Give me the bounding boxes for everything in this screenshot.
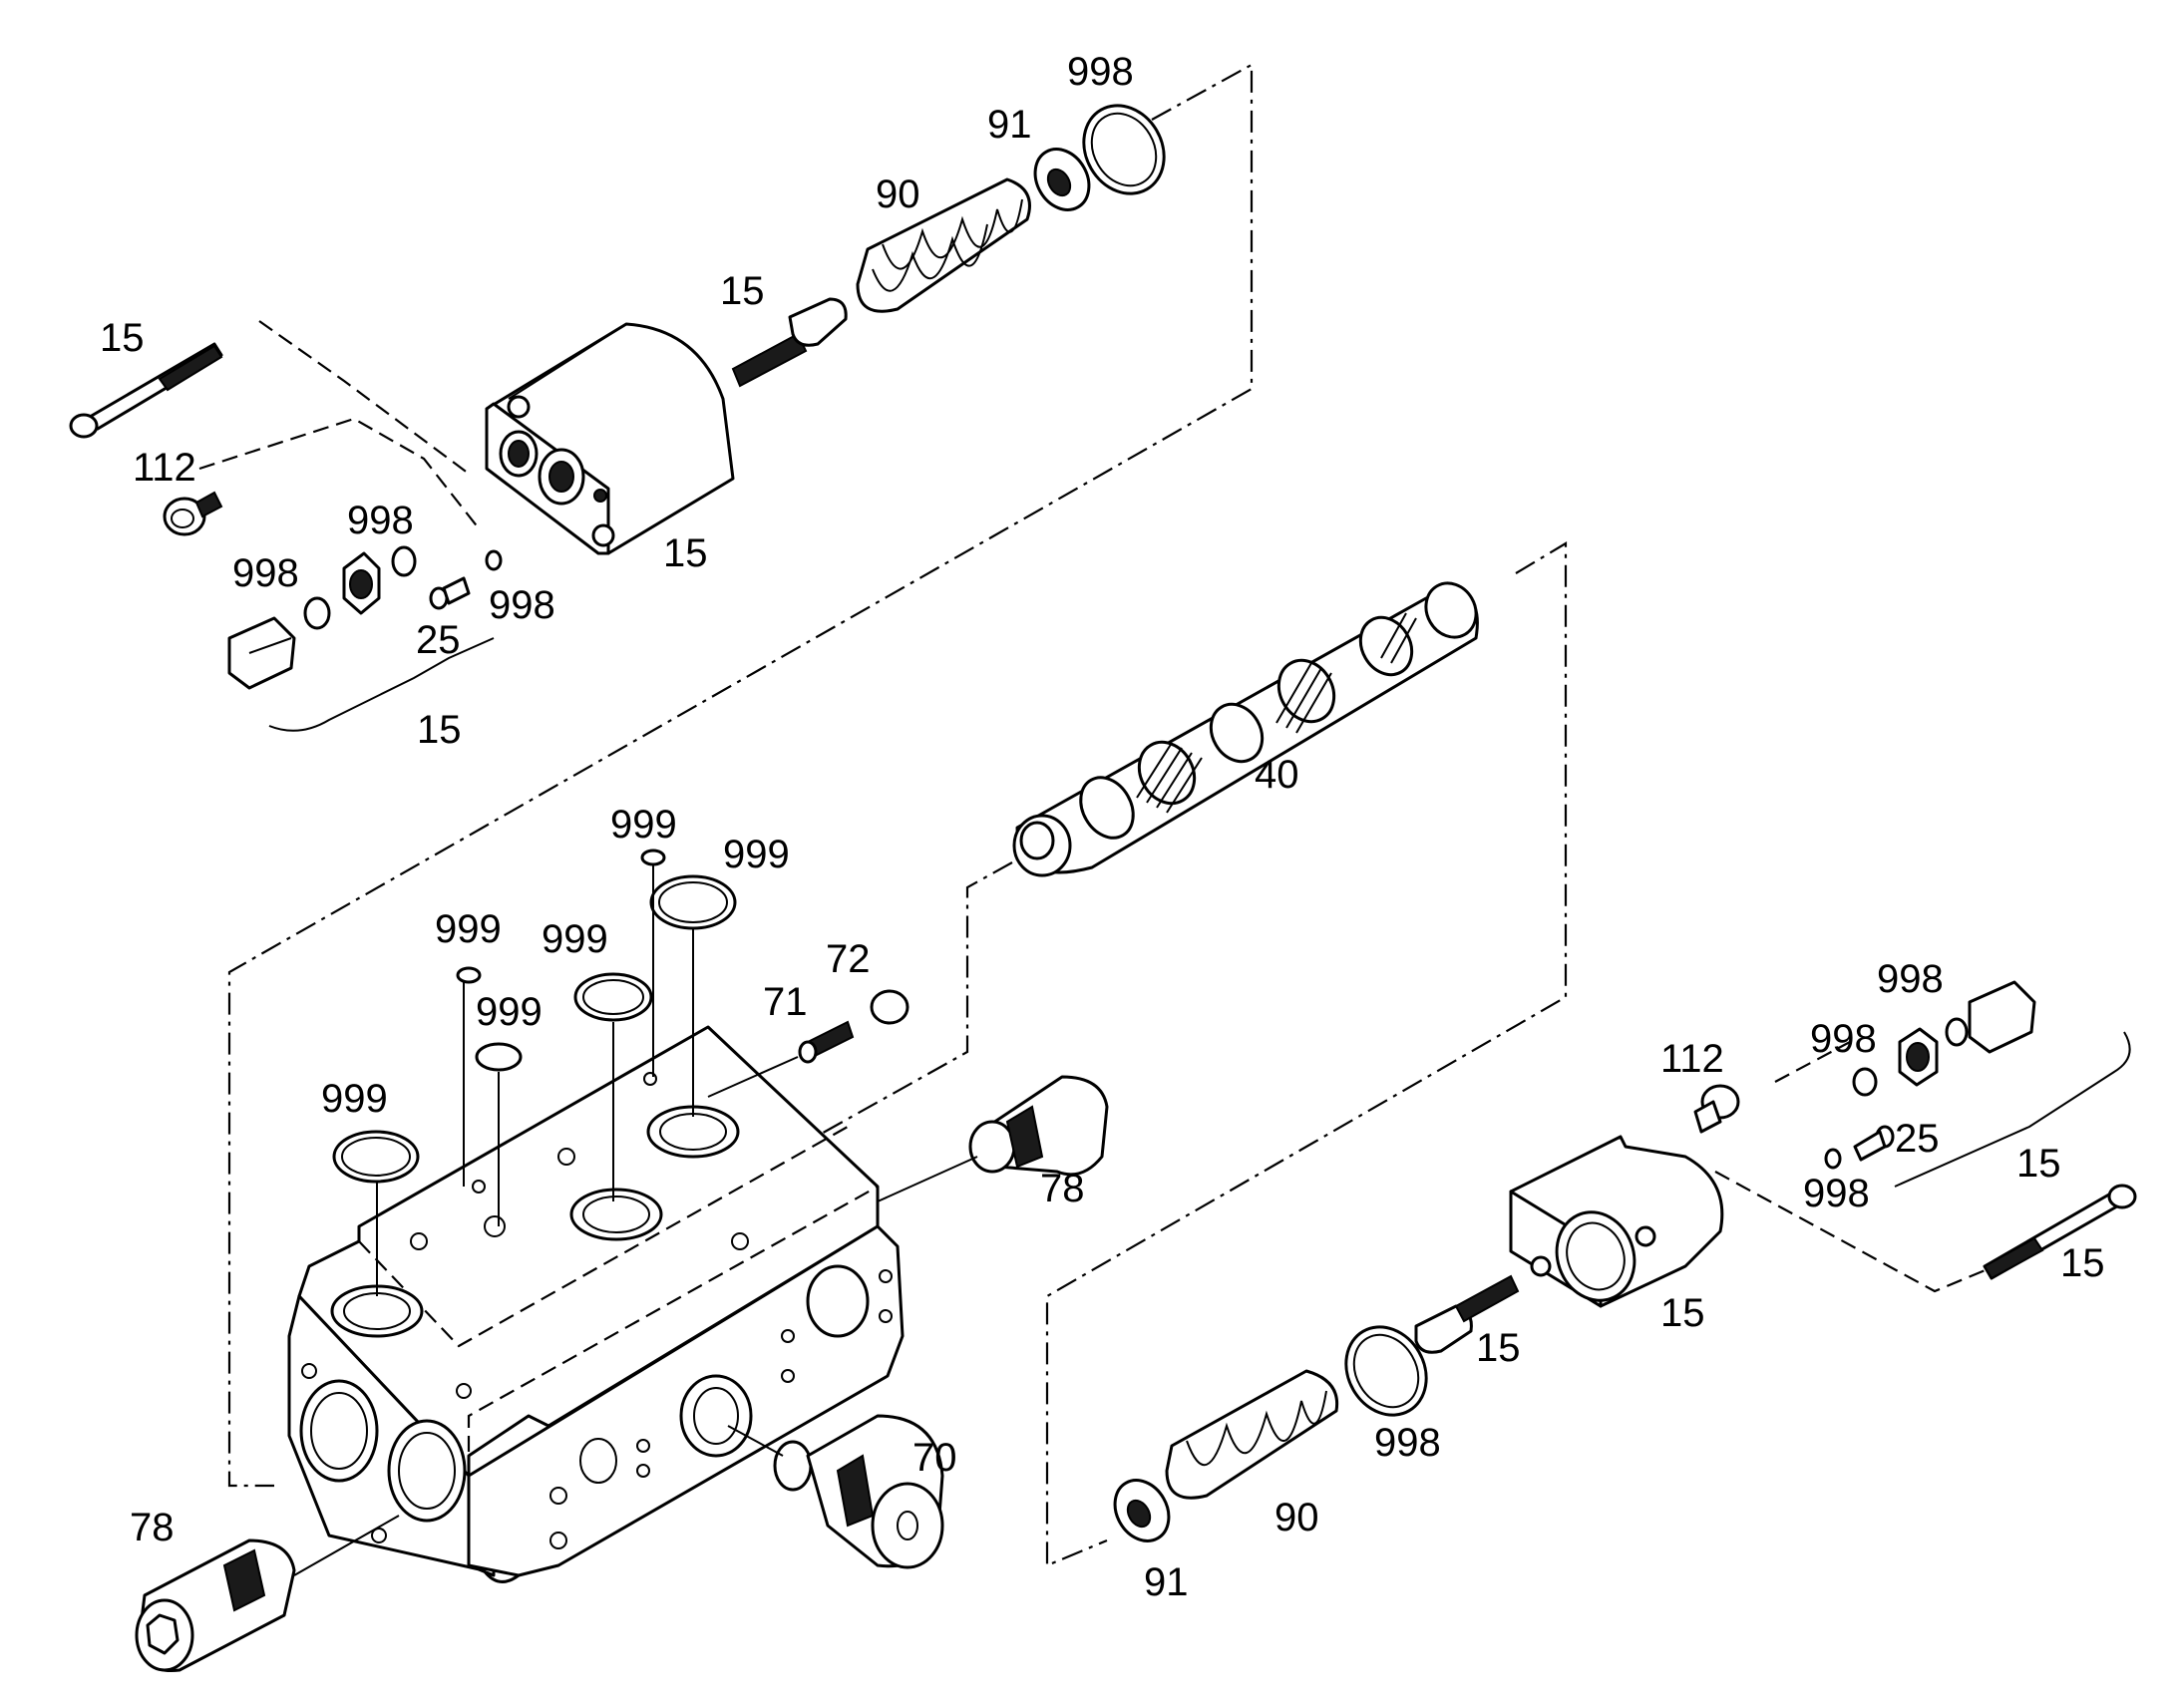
outline-top-left <box>227 63 1254 1488</box>
callout-c18: 999 <box>476 990 543 1034</box>
callout-c2: 91 <box>987 103 1032 147</box>
valve-body <box>287 1025 905 1583</box>
callout-c19: 72 <box>826 937 871 981</box>
callout-c15: 999 <box>723 833 790 876</box>
callout-c4: 15 <box>720 269 765 313</box>
callout-c17: 999 <box>542 917 608 961</box>
callout-c14: 999 <box>610 803 677 847</box>
callout-c33: 70 <box>912 1436 957 1480</box>
o-ring-right-a <box>1945 1017 1969 1047</box>
bolt-guide-left <box>258 320 470 475</box>
plug-guide-left <box>198 417 480 529</box>
callout-c31: 15 <box>1476 1326 1521 1370</box>
plug-72 <box>870 989 909 1025</box>
spring-top <box>856 177 1031 313</box>
callout-c7: 998 <box>347 499 414 542</box>
washer-right <box>1113 1479 1171 1542</box>
body-seals <box>332 849 737 1296</box>
outline-right <box>1045 541 1568 1567</box>
o-ring-right-c <box>1824 1148 1842 1170</box>
plug-right <box>1693 1084 1740 1134</box>
callout-c30: 15 <box>1660 1291 1705 1335</box>
callout-c9: 15 <box>663 531 708 575</box>
callout-c27: 15 <box>2016 1142 2061 1186</box>
assembly-outlines <box>198 63 1996 1567</box>
callout-c25: 112 <box>1660 1037 1724 1081</box>
callout-c34: 90 <box>1274 1496 1319 1539</box>
bracket-top <box>268 637 495 732</box>
cartridge-70 <box>727 1414 944 1569</box>
cartridge-78-lower <box>135 1515 400 1673</box>
callout-c22: 78 <box>1040 1167 1085 1210</box>
cap-nut-right <box>1968 980 2036 1054</box>
adjust-screw-top <box>731 297 848 388</box>
o-ring-top-a <box>391 545 417 577</box>
long-bolt-top <box>69 342 223 439</box>
callout-c12: 15 <box>417 708 462 752</box>
callout-c20: 71 <box>763 980 808 1024</box>
callout-c3: 90 <box>876 172 920 216</box>
cap-housing-top <box>485 322 735 555</box>
callout-c29: 15 <box>2060 1241 2105 1285</box>
callout-c5: 15 <box>100 316 145 360</box>
long-bolt-right <box>1983 1184 2137 1280</box>
cap-housing-right <box>1509 1135 1724 1308</box>
cap-assembly-top <box>69 104 1166 732</box>
cap-assembly-right <box>1113 980 2137 1542</box>
spool <box>1012 581 1479 877</box>
callout-c36: 91 <box>1144 1560 1189 1604</box>
spring-right <box>1165 1369 1339 1500</box>
bolt-guide-right <box>1714 1171 1996 1293</box>
o-ring-top-c <box>485 549 503 571</box>
o-ring-right-b <box>1852 1067 1878 1097</box>
callout-c6: 112 <box>133 446 196 490</box>
hex-nut-right <box>1898 1027 1939 1087</box>
cartridge-78-upper <box>877 1075 1109 1202</box>
small-screw-top <box>429 576 471 610</box>
washer-top <box>1033 148 1091 211</box>
callout-c23: 998 <box>1877 957 1944 1001</box>
plug-top <box>163 491 223 536</box>
bracket-right <box>1894 1031 2131 1188</box>
callout-c1: 998 <box>1067 50 1134 94</box>
callout-c26: 25 <box>1895 1117 1940 1161</box>
callout-c8: 998 <box>232 551 299 595</box>
callout-c10: 998 <box>489 583 555 627</box>
callout-c32: 998 <box>1374 1421 1441 1465</box>
pin-71 <box>798 1020 855 1064</box>
callout-c28: 998 <box>1803 1172 1870 1215</box>
callout-c24: 998 <box>1810 1017 1877 1061</box>
callout-c35: 78 <box>130 1506 175 1549</box>
callout-c11: 25 <box>416 618 461 662</box>
outline-spool-link <box>717 861 1013 1193</box>
small-screw-right <box>1853 1125 1895 1162</box>
callout-c16: 999 <box>435 907 502 951</box>
o-ring-top-b <box>303 596 331 630</box>
cap-nut-top <box>227 616 296 690</box>
callout-labels: 998 91 90 15 15 112 998 998 15 998 25 15… <box>100 50 2105 1604</box>
plug-guide-right <box>1774 1041 1851 1083</box>
callout-c13: 40 <box>1255 753 1299 797</box>
hex-nut-top <box>342 551 381 615</box>
adjust-screw-right <box>1414 1274 1520 1354</box>
callout-c21: 999 <box>321 1077 388 1121</box>
